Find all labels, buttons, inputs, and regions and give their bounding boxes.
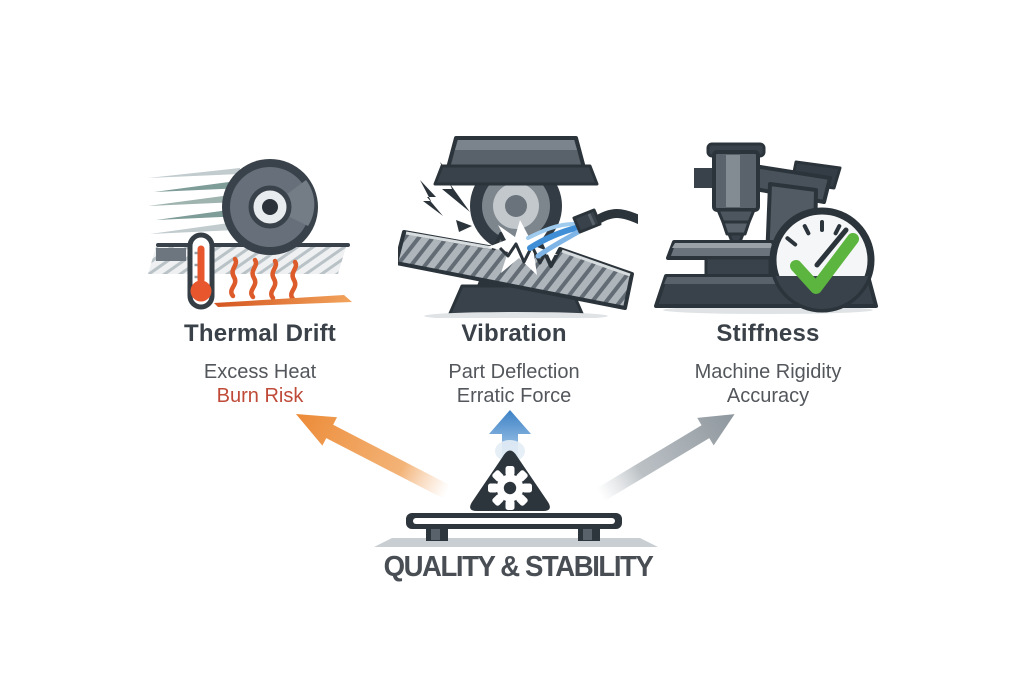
speed-lines [148, 168, 244, 234]
chatter-marks [498, 242, 549, 265]
factor-title: Thermal Drift [184, 320, 336, 347]
factor-title: Stiffness [716, 320, 820, 347]
apex-glow [495, 440, 525, 462]
grinding-wheel [222, 159, 318, 255]
factor-column-vibration: Vibration Part Deflection Erratic Force [364, 320, 664, 408]
coolant-nozzle [572, 208, 638, 234]
grinder-housing [433, 136, 599, 186]
factor-subline: Excess Heat [203, 361, 317, 383]
factor-column-thermal-drift: Thermal Drift Excess Heat Burn Risk [110, 320, 410, 408]
thermal-drift-icon [148, 152, 358, 312]
arrow-to-thermal-drift [295, 414, 451, 499]
gauge-needle [814, 227, 849, 268]
bench-legs [426, 528, 600, 541]
factor-subline: Machine Rigidity [694, 361, 842, 383]
arrow-to-vibration [489, 410, 531, 471]
grinder-chatter-coolant-icon [398, 136, 638, 318]
check-icon [790, 233, 859, 294]
milling-machine-gauge-checkmark-icon [654, 142, 878, 314]
thermometer-icon [187, 232, 215, 310]
arrow-to-stiffness [596, 414, 735, 502]
hot-surface-strip [214, 295, 352, 307]
factor-subline: Part Deflection [448, 361, 580, 383]
factor-subline: Erratic Force [456, 385, 572, 407]
ground-shadow [424, 312, 608, 318]
quality-stability-label: QUALITY & STABILITY [383, 551, 654, 583]
bench-top [406, 513, 622, 529]
platform-shadow [374, 538, 658, 547]
coolant-spray [526, 222, 581, 259]
warning-triangle [470, 450, 550, 511]
gear-icon [488, 466, 532, 510]
rigidity-gauge [769, 207, 875, 313]
factor-column-stiffness: Stiffness Machine Rigidity Accuracy [618, 320, 918, 408]
factor-title: Vibration [461, 320, 567, 347]
factor-subline: Accuracy [726, 385, 810, 407]
grinding-wheel-thermometer-heat-icon [148, 159, 352, 310]
stiffness-icon [650, 138, 890, 318]
quality-platform [374, 440, 658, 547]
factor-subline: Burn Risk [216, 385, 304, 407]
vibration-icon [398, 136, 638, 318]
heat-waves [229, 256, 299, 302]
